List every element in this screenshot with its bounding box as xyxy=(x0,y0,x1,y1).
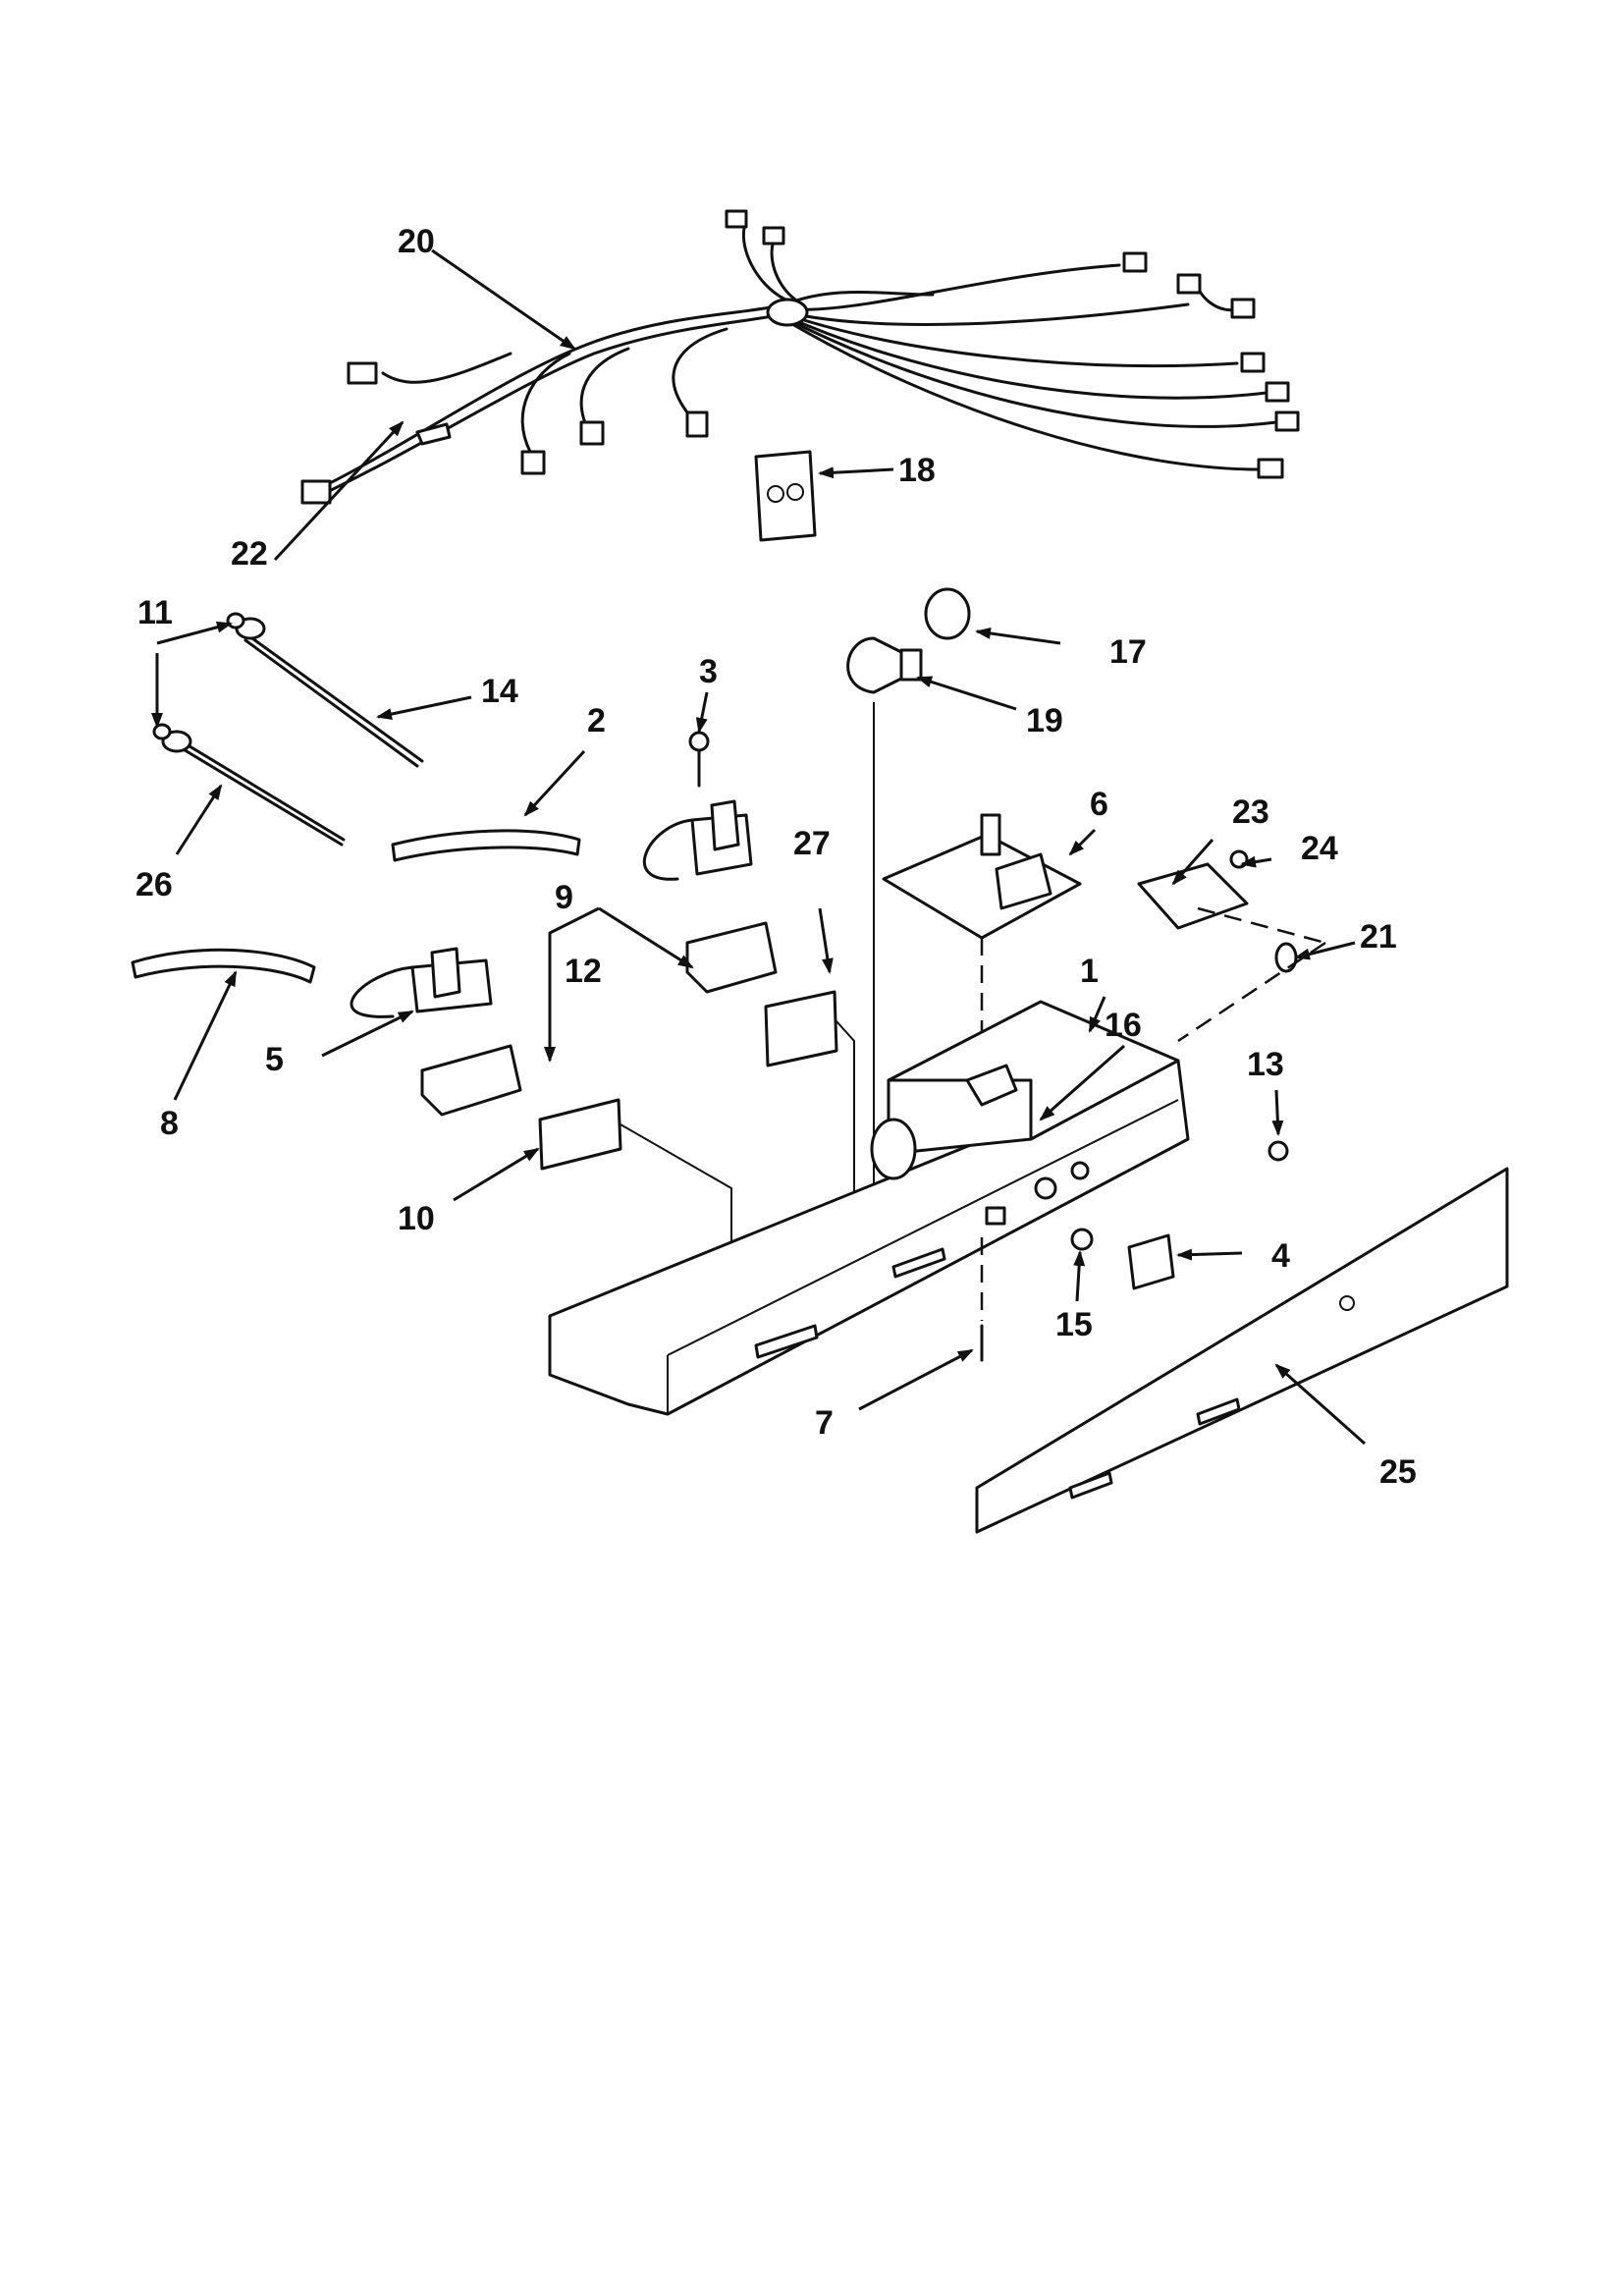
label-13: 13 xyxy=(1247,1046,1284,1083)
label-10: 10 xyxy=(398,1200,435,1237)
bracket-lower xyxy=(420,1044,522,1117)
label-27: 27 xyxy=(793,825,831,862)
label-8: 8 xyxy=(160,1105,179,1142)
tube-lower xyxy=(131,948,316,984)
light-assembly xyxy=(846,587,971,1198)
label-17: 17 xyxy=(1109,633,1147,671)
label-6: 6 xyxy=(1090,786,1108,823)
label-7: 7 xyxy=(815,1404,834,1442)
label-19: 19 xyxy=(1026,702,1063,739)
label-24: 24 xyxy=(1301,830,1338,867)
wire-harness xyxy=(300,209,1300,505)
label-14: 14 xyxy=(481,673,518,710)
label-25: 25 xyxy=(1379,1453,1417,1491)
label-18: 18 xyxy=(898,452,936,489)
label-23: 23 xyxy=(1232,793,1269,831)
label-5: 5 xyxy=(265,1041,284,1078)
control-housing xyxy=(548,1000,1190,1416)
label-15: 15 xyxy=(1055,1306,1093,1343)
control-board xyxy=(882,813,1082,1100)
label-22: 22 xyxy=(231,535,268,573)
label-11: 11 xyxy=(137,594,173,631)
callout-labels: 20 18 22 11 14 3 2 26 9 17 19 6 27 23 24… xyxy=(135,223,1417,1491)
label-2: 2 xyxy=(587,702,606,739)
button-15 xyxy=(1070,1228,1094,1251)
wire-clip xyxy=(415,422,452,446)
label-9: 9 xyxy=(555,879,573,916)
probe-rods xyxy=(152,612,424,847)
module-23 xyxy=(1137,849,1326,1043)
label-1: 1 xyxy=(1080,953,1099,990)
label-20: 20 xyxy=(398,223,435,260)
sticker-10 xyxy=(538,1098,622,1171)
label-3: 3 xyxy=(699,653,718,690)
label-26: 26 xyxy=(135,866,173,903)
leader-lines xyxy=(151,248,1366,1446)
screw-13 xyxy=(1267,1140,1289,1162)
label-21: 21 xyxy=(1360,918,1397,956)
door-switch-upper xyxy=(643,731,753,881)
label-16: 16 xyxy=(1105,1007,1142,1044)
sticker-27 xyxy=(764,990,838,1067)
trim-panel xyxy=(975,1167,1509,1534)
mounting-plate xyxy=(754,450,817,542)
bracket-upper xyxy=(685,921,778,994)
label-12: 12 xyxy=(565,953,602,990)
label-4: 4 xyxy=(1271,1237,1290,1275)
tube-upper xyxy=(391,829,581,862)
door-switch-lower xyxy=(350,947,493,1018)
switch-4 xyxy=(1127,1233,1175,1290)
